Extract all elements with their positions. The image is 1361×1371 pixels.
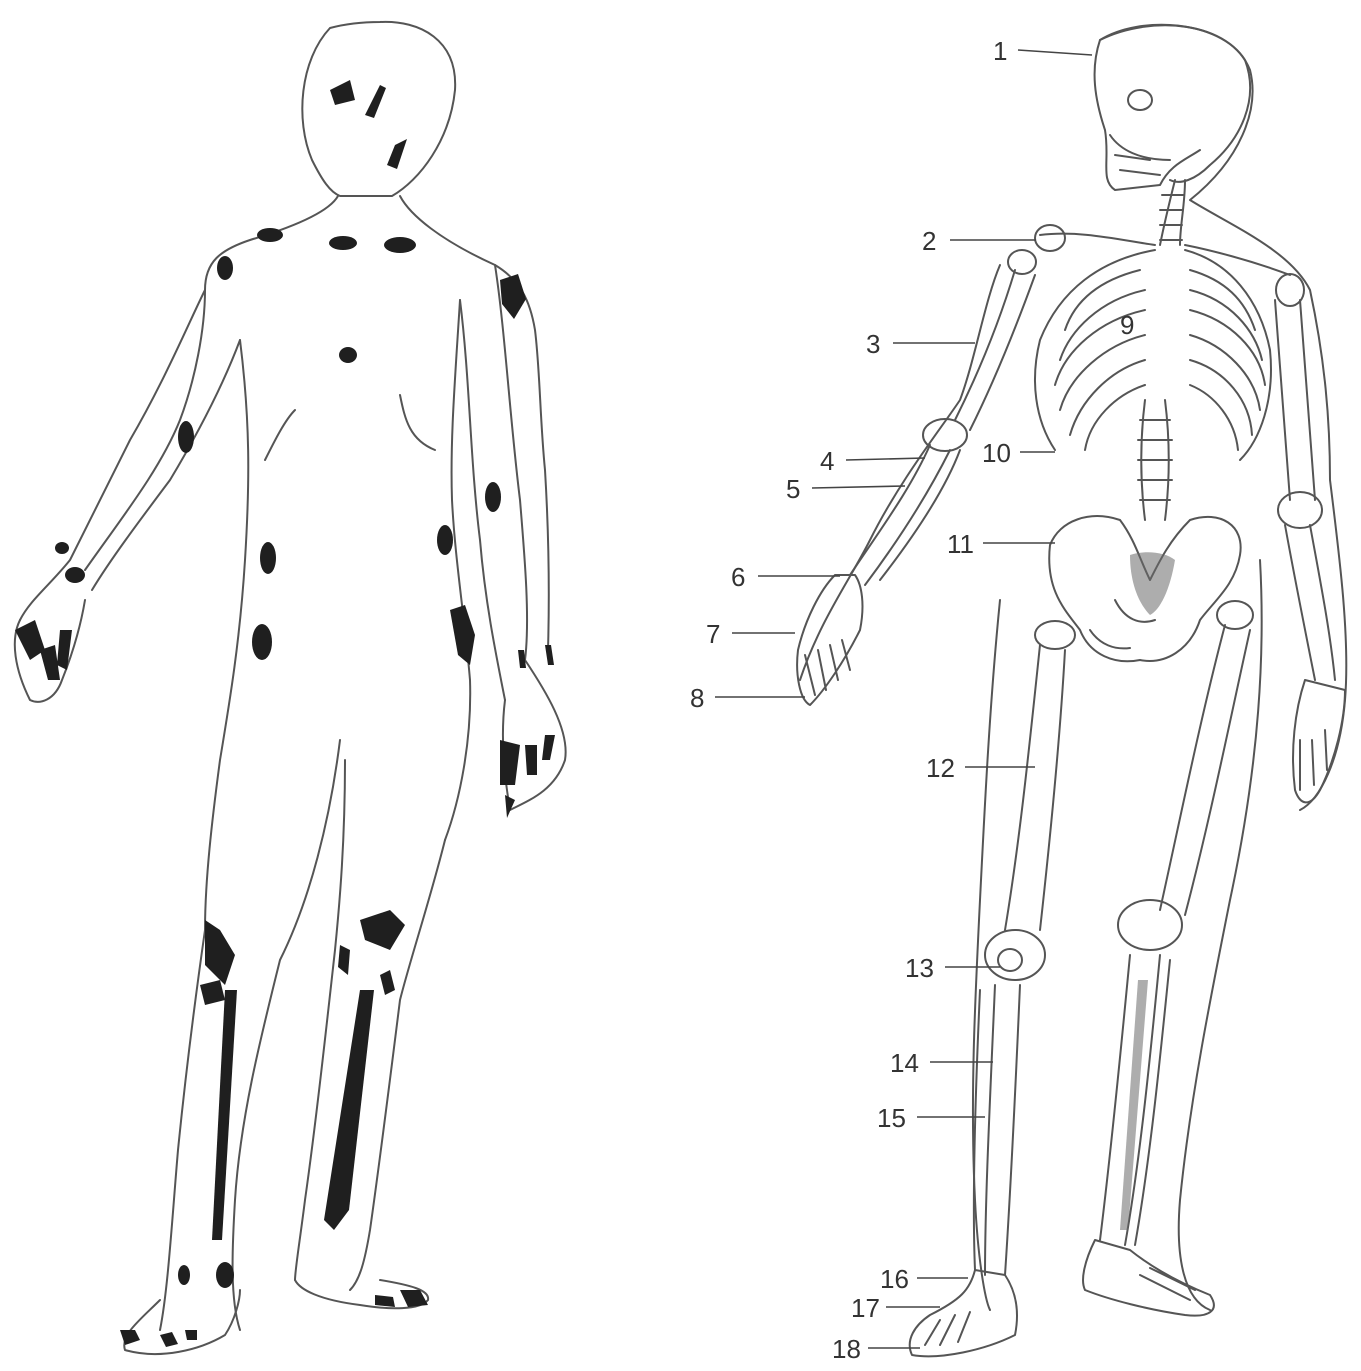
label-6: 6	[731, 562, 745, 592]
ulna-left	[880, 450, 960, 580]
humerus-right	[1275, 300, 1315, 500]
knee-left	[985, 930, 1045, 980]
skeleton-figure	[797, 25, 1346, 1357]
mark-ankle-left-a	[178, 1265, 190, 1285]
label-2: 2	[922, 226, 936, 256]
mark-wrist-right	[518, 645, 554, 668]
label-9: 9	[1120, 310, 1134, 340]
mark-sternum	[339, 347, 357, 363]
skull	[1095, 25, 1251, 190]
label-3: 3	[866, 329, 880, 359]
leader-5	[812, 486, 905, 488]
rib-cage	[1035, 250, 1271, 460]
mark-shin-left	[212, 990, 237, 1240]
tibia-left	[985, 985, 1020, 1275]
knee-right	[1118, 900, 1182, 950]
label-10: 10	[982, 438, 1011, 468]
label-4: 4	[820, 446, 834, 476]
label-15: 15	[877, 1103, 906, 1133]
mark-hand-right	[500, 735, 555, 818]
mark-shoulder-b	[329, 236, 357, 250]
leader-lines	[715, 50, 1092, 1348]
shoulder-joint-left-b	[1008, 250, 1036, 274]
forearm-right	[1285, 525, 1335, 680]
label-17: 17	[851, 1293, 880, 1323]
shoulder-joint-left	[1035, 225, 1065, 251]
mark-knee-right	[338, 910, 405, 995]
mark-toes-right	[375, 1290, 428, 1307]
label-12: 12	[926, 753, 955, 783]
mark-hip-right	[437, 525, 453, 555]
hand-left	[797, 575, 862, 705]
femur-head-left	[1035, 621, 1075, 649]
foot-left	[910, 1270, 1017, 1356]
mark-hip-left	[260, 542, 276, 574]
mark-wrist-left-b	[55, 542, 69, 554]
label-14: 14	[890, 1048, 919, 1078]
leader-1	[1018, 50, 1092, 55]
head-outline	[302, 22, 455, 196]
femur-left	[1005, 645, 1065, 930]
surface-figure	[15, 22, 566, 1354]
mark-trochanter-left	[252, 624, 272, 660]
mark-ankle-left-b	[216, 1262, 234, 1288]
left-leg-outline	[160, 740, 340, 1330]
label-5: 5	[786, 474, 800, 504]
mark-face	[330, 80, 407, 169]
label-16: 16	[880, 1264, 909, 1294]
humerus-left	[955, 270, 1035, 430]
mark-wrist-left	[65, 567, 85, 583]
skull-jaw	[1110, 135, 1170, 175]
elbow-right	[1278, 492, 1322, 528]
skull-orbit	[1128, 90, 1152, 110]
number-labels: 1 2 3 4 5 6 7 8 9 10 11 12 13 14 15 16 1…	[690, 36, 1134, 1364]
mark-elbow-right	[485, 482, 501, 512]
label-13: 13	[905, 953, 934, 983]
mark-shoulder-d	[217, 256, 233, 280]
left-arm-outline	[20, 290, 240, 620]
mark-shoulder-c	[384, 237, 416, 253]
mark-toes-left	[120, 1330, 197, 1347]
cervical-spine	[1160, 180, 1185, 245]
label-8: 8	[690, 683, 704, 713]
patella-left	[998, 949, 1022, 971]
hand-right	[1293, 680, 1345, 802]
mark-shoulder-e	[500, 274, 526, 319]
mark-hand-left	[15, 620, 72, 680]
skeleton-shading	[1120, 552, 1175, 1230]
mark-shoulder-a	[257, 228, 283, 242]
landmark-marks	[15, 80, 555, 1347]
mark-shin-right	[324, 990, 374, 1230]
label-1: 1	[993, 36, 1007, 66]
torso-outline	[85, 196, 549, 650]
left-foot-outline	[124, 1290, 240, 1354]
lumbar-spine	[1138, 400, 1172, 520]
label-18: 18	[832, 1334, 861, 1364]
radius-left	[850, 445, 950, 585]
mark-elbow-left	[178, 421, 194, 453]
right-hand-outline	[503, 660, 566, 810]
label-11: 11	[947, 529, 974, 559]
femur-head-right	[1217, 601, 1253, 629]
foot-right	[1083, 1240, 1214, 1316]
sacrum-shading	[1130, 552, 1175, 615]
chest-lines	[265, 395, 435, 460]
label-7: 7	[706, 619, 720, 649]
mark-trochanter-right	[450, 605, 475, 665]
leader-4	[846, 458, 925, 460]
waist-outline	[205, 300, 470, 930]
